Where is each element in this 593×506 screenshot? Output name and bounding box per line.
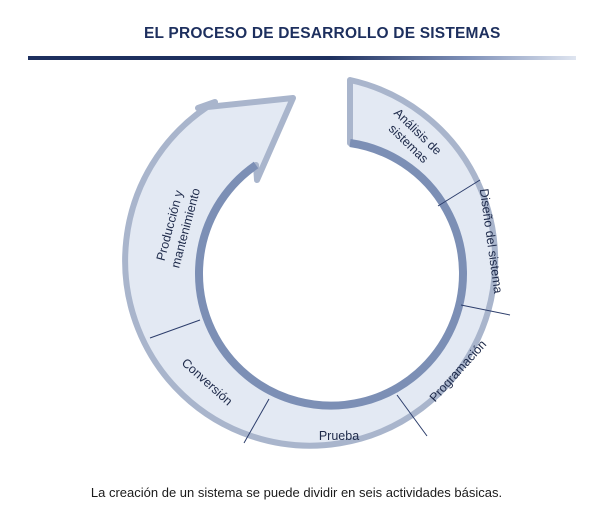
divider-analisis-diseno [437, 179, 481, 207]
divider-diseno-programacion [460, 304, 511, 316]
diagram-caption: La creación de un sistema se puede divid… [90, 485, 503, 500]
cycle-inner-band [195, 139, 467, 410]
title-rule [28, 56, 576, 60]
step-dividers [149, 179, 511, 444]
step-prueba: Prueba [319, 429, 359, 443]
diagram-title: EL PROCESO DE DESARROLLO DE SISTEMAS [144, 25, 501, 42]
divider-conversion-produccion [149, 319, 201, 339]
divider-prueba-conversion [243, 398, 270, 444]
step-prueba-label: Prueba [319, 429, 359, 443]
divider-programacion-prueba [396, 394, 428, 437]
